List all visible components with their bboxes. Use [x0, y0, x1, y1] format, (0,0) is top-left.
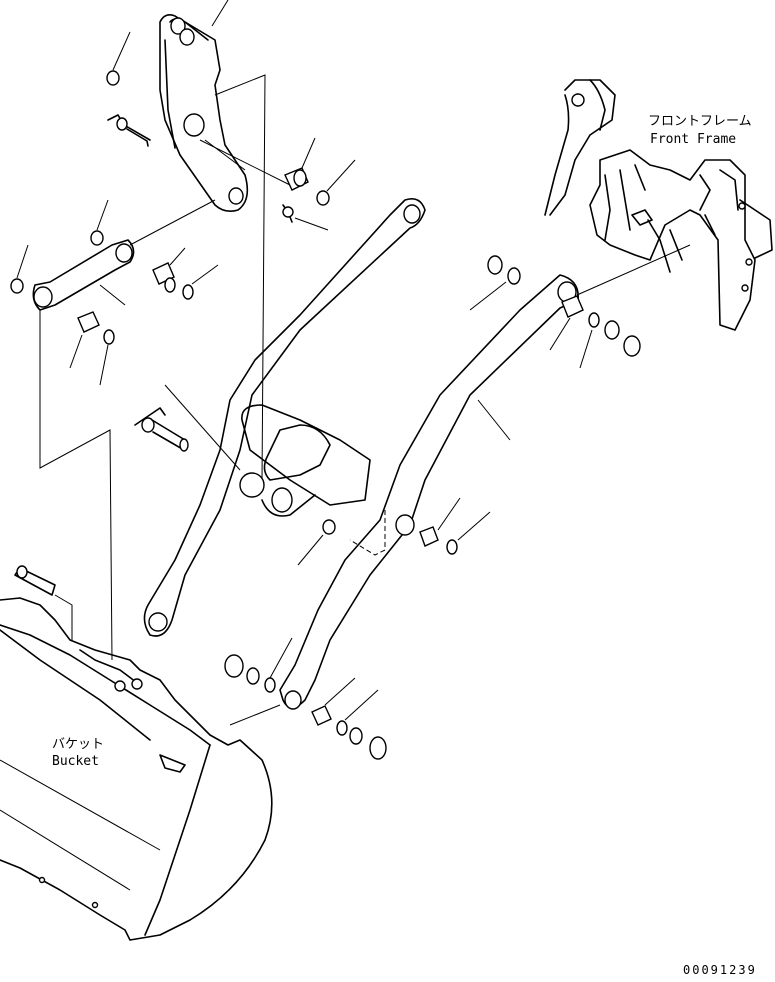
bucket-link [10, 199, 219, 386]
front-frame-label-jp: フロントフレーム [648, 114, 752, 129]
ring-center [322, 519, 336, 535]
bucket-label-en: Bucket [52, 754, 99, 769]
bellcrank [159, 14, 249, 212]
lift-arm-left [143, 197, 426, 637]
pin-upper [107, 114, 151, 147]
cross-tube [239, 404, 371, 517]
lift-arm-right [279, 274, 579, 710]
lower-bushings [224, 497, 491, 760]
bellcrank-rings [106, 0, 356, 231]
front-frame-label-en: Front Frame [650, 132, 736, 147]
pin-center [134, 407, 189, 452]
assembly-lines [39, 74, 291, 661]
bucket [0, 565, 273, 941]
front-frame [544, 79, 773, 331]
figure-number: 00091239 [683, 963, 757, 977]
dashed-bracket [349, 510, 386, 556]
arm-pivot-rings [469, 244, 691, 369]
bucket-label-jp: バケット [52, 737, 104, 752]
